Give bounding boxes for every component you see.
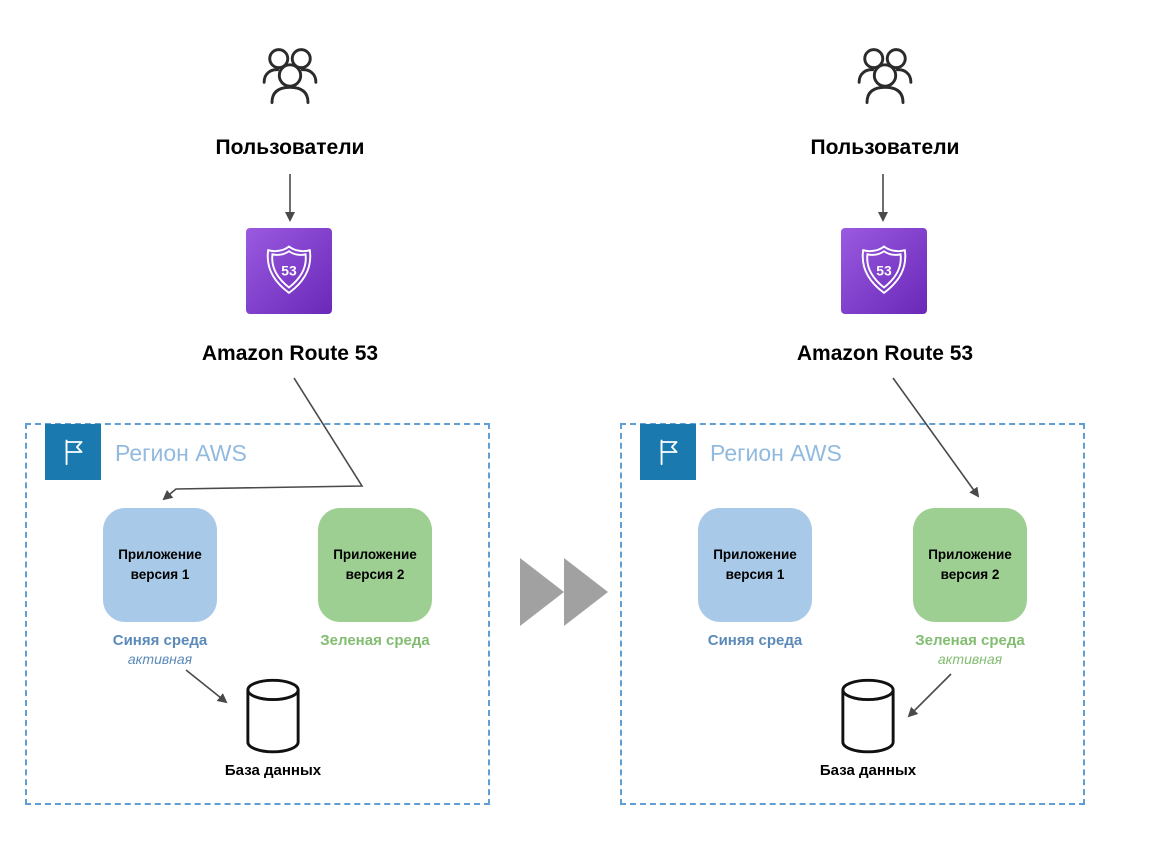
app-version-1-line2: версия 1 <box>725 567 785 582</box>
route53-label: Amazon Route 53 <box>796 342 974 365</box>
users-icon <box>254 44 326 116</box>
database-icon <box>244 676 302 758</box>
green-env-label: Зеленая среда <box>915 632 1025 649</box>
route53-icon-number: 53 <box>876 262 892 278</box>
users-icon <box>849 44 921 116</box>
route53-icon: 53 <box>841 228 927 314</box>
app-version-1-line1: Приложение <box>118 546 202 562</box>
database-label: База данных <box>224 762 322 779</box>
fast-forward-icon <box>518 552 614 632</box>
users-label: Пользователи <box>215 136 365 159</box>
blue-env-label: Синяя среда <box>707 632 803 649</box>
panel-after-switch: Пользователи 53 Amazon Route 53 Регион A… <box>595 0 1156 844</box>
app-version-2-line1: Приложение <box>928 546 1012 562</box>
region-label: Регион AWS <box>710 440 842 466</box>
region-label: Регион AWS <box>115 440 247 466</box>
route53-label: Amazon Route 53 <box>201 342 379 365</box>
app-version-1-box: Приложение версия 1 <box>698 508 812 622</box>
route53-icon-number: 53 <box>281 262 297 278</box>
app-version-2-line2: версия 2 <box>345 567 405 582</box>
route53-icon: 53 <box>246 228 332 314</box>
users-label: Пользователи <box>810 136 960 159</box>
database-icon <box>839 676 897 758</box>
app-version-2-box: Приложение версия 2 <box>913 508 1027 622</box>
app-version-1-box: Приложение версия 1 <box>103 508 217 622</box>
app-version-2-line2: версия 2 <box>940 567 1000 582</box>
region-flag-icon <box>45 424 101 480</box>
database-label: База данных <box>819 762 917 779</box>
app-version-1-line1: Приложение <box>713 546 797 562</box>
region-flag-icon <box>640 424 696 480</box>
app-version-2-line1: Приложение <box>333 546 417 562</box>
app-version-2-box: Приложение версия 2 <box>318 508 432 622</box>
green-env-label: Зеленая среда <box>320 632 430 649</box>
panel-before-switch: Пользователи 53 Amazon Route 53 Регион A… <box>0 0 561 844</box>
green-env-status: активная <box>937 651 1003 667</box>
blue-env-label: Синяя среда <box>112 632 208 649</box>
app-version-1-line2: версия 1 <box>130 567 190 582</box>
blue-env-status: активная <box>127 651 193 667</box>
